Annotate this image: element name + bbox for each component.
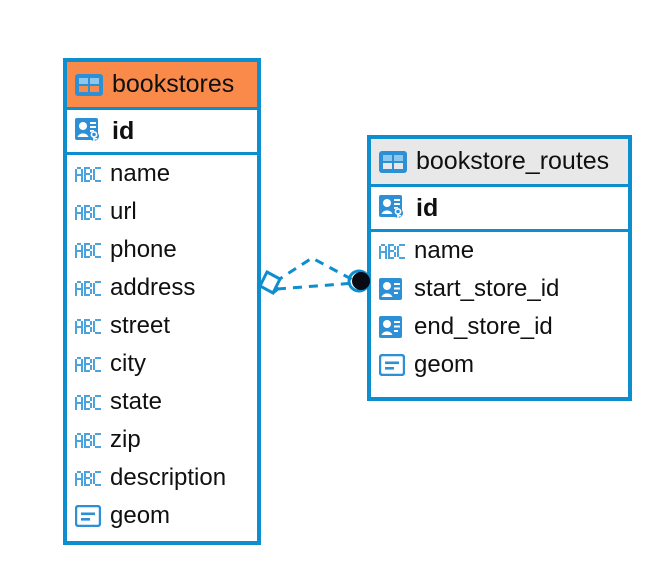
field-row-city[interactable]: city: [67, 345, 257, 383]
field-row-geom[interactable]: geom: [67, 497, 257, 535]
relationship-connector: [258, 256, 371, 296]
field-row-url[interactable]: url: [67, 193, 257, 231]
entity-bookstores[interactable]: bookstores id: [63, 58, 261, 545]
relationship-line-straight: [276, 281, 356, 291]
abc-icon: [75, 166, 101, 182]
field-label: city: [110, 350, 146, 377]
entity-bookstore-routes[interactable]: bookstore_routes id: [367, 135, 632, 401]
field-label: address: [110, 274, 196, 301]
foreign-key-icon: [379, 278, 405, 300]
field-row-id[interactable]: id: [67, 110, 257, 155]
field-label: zip: [110, 426, 141, 453]
field-label: id: [112, 116, 135, 145]
relationship-line-peaked: [274, 256, 356, 284]
field-row-start-store-id[interactable]: start_store_id: [371, 270, 628, 308]
field-label: name: [414, 237, 475, 264]
field-label: geom: [110, 502, 171, 529]
entity-header-bookstore-routes[interactable]: bookstore_routes: [371, 139, 628, 187]
field-label: description: [110, 464, 227, 491]
abc-icon: [379, 243, 405, 259]
field-label: start_store_id: [414, 275, 560, 302]
primary-key-icon: [75, 118, 103, 144]
abc-icon: [75, 356, 101, 372]
foreign-key-icon: [379, 316, 405, 338]
table-icon: [75, 73, 103, 96]
primary-key-icon: [379, 195, 407, 221]
field-row-end-store-id[interactable]: end_store_id: [371, 308, 628, 346]
field-label: street: [110, 312, 171, 339]
field-row-description[interactable]: description: [67, 459, 257, 497]
field-row-state[interactable]: state: [67, 383, 257, 421]
field-row-name[interactable]: name: [371, 232, 628, 270]
geometry-icon: [379, 354, 405, 376]
diamond-outline-marker: [258, 269, 282, 296]
field-label: end_store_id: [414, 313, 553, 340]
field-row-address[interactable]: address: [67, 269, 257, 307]
field-label: url: [110, 198, 137, 225]
field-row-name[interactable]: name: [67, 155, 257, 193]
entity-title: bookstores: [112, 70, 235, 98]
field-label: state: [110, 388, 163, 415]
field-row-phone[interactable]: phone: [67, 231, 257, 269]
abc-icon: [75, 242, 101, 258]
abc-icon: [75, 204, 101, 220]
field-label: id: [416, 193, 439, 222]
table-icon: [379, 150, 407, 173]
abc-icon: [75, 318, 101, 334]
field-row-zip[interactable]: zip: [67, 421, 257, 459]
abc-icon: [75, 394, 101, 410]
entity-header-bookstores[interactable]: bookstores: [67, 62, 257, 110]
abc-icon: [75, 470, 101, 486]
abc-icon: [75, 432, 101, 448]
field-label: name: [110, 160, 171, 187]
abc-icon: [75, 280, 101, 296]
field-row-geom[interactable]: geom: [371, 346, 628, 384]
entity-title: bookstore_routes: [416, 147, 610, 175]
field-row-id[interactable]: id: [371, 187, 628, 232]
geometry-icon: [75, 505, 101, 527]
field-label: phone: [110, 236, 177, 263]
field-label: geom: [414, 351, 475, 378]
field-row-street[interactable]: street: [67, 307, 257, 345]
